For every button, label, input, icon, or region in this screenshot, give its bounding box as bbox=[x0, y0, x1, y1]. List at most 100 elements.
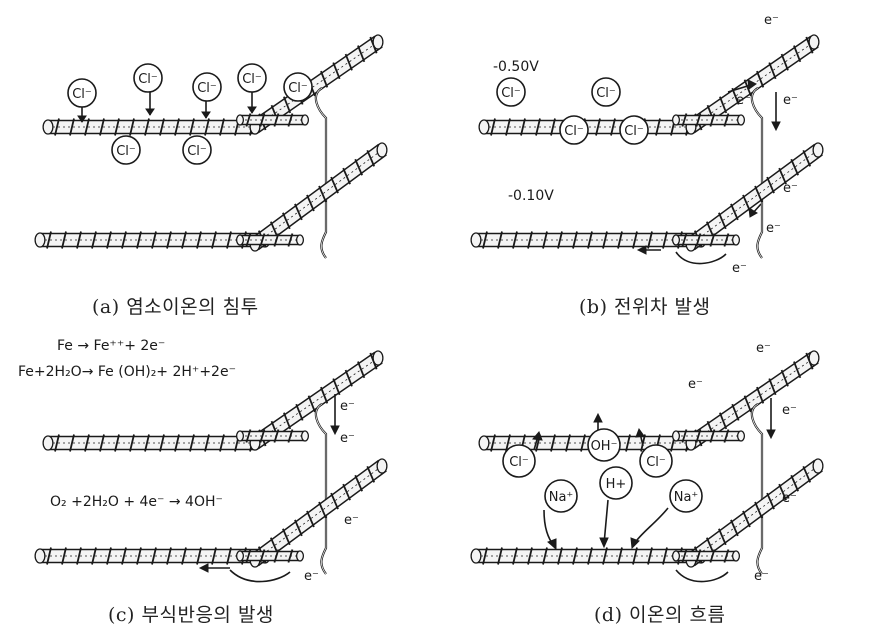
electron-label: e⁻ bbox=[344, 513, 359, 528]
rebar-top-stub bbox=[671, 113, 746, 127]
svg-text:Cl⁻: Cl⁻ bbox=[509, 455, 529, 470]
ion-flow-arrow-head bbox=[532, 431, 543, 441]
connecting-wire-inner bbox=[315, 403, 327, 575]
electron-flow-arrow-head bbox=[636, 245, 647, 255]
panel-c-diagram: Fe → Fe⁺⁺+ 2e⁻ Fe+2H₂O→ Fe (OH)₂+ 2H⁺+2e⁻… bbox=[18, 338, 388, 584]
electron-label: e⁻ bbox=[766, 221, 781, 236]
svg-text:Cl⁻: Cl⁻ bbox=[646, 455, 666, 470]
chloride-ion: Cl⁻ bbox=[496, 77, 526, 107]
svg-text:Cl⁻: Cl⁻ bbox=[72, 87, 92, 102]
panel-d-frame bbox=[470, 350, 824, 575]
panel-a-caption: (a) 염소이온의 침투 bbox=[92, 296, 259, 318]
panel-b-caption: (b) 전위차 발생 bbox=[579, 296, 711, 318]
electron-label: e⁻ bbox=[340, 431, 355, 446]
svg-text:H+: H+ bbox=[606, 477, 627, 492]
chloride-ion: Cl⁻ bbox=[182, 135, 212, 165]
rebar-top-stub bbox=[235, 113, 310, 127]
svg-text:Cl⁻: Cl⁻ bbox=[116, 144, 136, 159]
connecting-wire bbox=[750, 87, 764, 259]
rebar-bottom-longitudinal bbox=[470, 231, 707, 249]
rebar-top-longitudinal bbox=[42, 118, 261, 136]
ion-flow-arrow-head bbox=[593, 412, 603, 423]
electron-label: e⁻ bbox=[688, 377, 703, 392]
panel-a-diagram: Cl⁻ Cl⁻ Cl⁻ Cl⁻ Cl⁻ Cl⁻ Cl⁻ bbox=[34, 34, 388, 259]
electron-flow-arrow-head bbox=[748, 207, 758, 218]
rebar-bottom-stub bbox=[235, 233, 305, 247]
ion-ingress-arrow-head bbox=[201, 111, 211, 119]
ion-in-solution: Cl⁻ bbox=[502, 444, 536, 478]
potential-label-bottom: -0.10V bbox=[508, 188, 554, 204]
ion-in-solution: Cl⁻ bbox=[639, 444, 673, 478]
chloride-ion: Cl⁻ bbox=[559, 115, 589, 145]
panel-c: Fe → Fe⁺⁺+ 2e⁻ Fe+2H₂O→ Fe (OH)₂+ 2H⁺+2e⁻… bbox=[0, 318, 436, 635]
panel-a: Cl⁻ Cl⁻ Cl⁻ Cl⁻ Cl⁻ Cl⁻ Cl⁻ (a) 염소이온의 침투 bbox=[0, 0, 436, 318]
rebar-bottom-longitudinal bbox=[470, 547, 707, 565]
svg-text:Cl⁻: Cl⁻ bbox=[197, 81, 217, 96]
ion-ingress-arrow-head bbox=[247, 106, 257, 114]
svg-text:Cl⁻: Cl⁻ bbox=[624, 124, 644, 139]
connecting-wire bbox=[314, 403, 328, 575]
electron-label: e⁻ bbox=[304, 569, 319, 584]
chloride-ion: Cl⁻ bbox=[237, 63, 267, 93]
rebar-top-longitudinal bbox=[42, 434, 261, 452]
electron-label: e⁻ bbox=[783, 181, 798, 196]
reaction-equation-3: O₂ +2H₂O + 4e⁻ → 4OH⁻ bbox=[50, 494, 223, 510]
svg-text:Cl⁻: Cl⁻ bbox=[288, 81, 308, 96]
svg-text:Na⁺: Na⁺ bbox=[674, 490, 699, 505]
ion-ingress-arrow-head bbox=[145, 108, 155, 116]
electron-label: e⁻ bbox=[782, 403, 797, 418]
rebar-bottom-longitudinal bbox=[34, 231, 271, 249]
panel-d-diagram: Cl⁻ OH⁻ Cl⁻ Na⁺ H+ Na⁺ e⁻ e⁻ e⁻ e⁻ e⁻ bbox=[470, 341, 824, 584]
ion-flow-arrow-head bbox=[547, 538, 557, 551]
chloride-ion: Cl⁻ bbox=[283, 72, 313, 102]
electron-label: e⁻ bbox=[756, 341, 771, 356]
electron-return-path bbox=[675, 569, 729, 583]
svg-text:Cl⁻: Cl⁻ bbox=[187, 144, 207, 159]
rebar-bottom-stub bbox=[671, 233, 741, 247]
electron-label: e⁻ bbox=[764, 13, 779, 28]
ion-in-solution: OH⁻ bbox=[587, 428, 621, 462]
electron-label: e⁻ bbox=[783, 93, 798, 108]
electron-return-path bbox=[675, 251, 727, 265]
ion-in-solution: H+ bbox=[599, 466, 633, 500]
electron-flow-arrow-head bbox=[766, 429, 776, 440]
ion-ingress-arrow-head bbox=[77, 115, 87, 123]
ion-flow-arrow-head bbox=[599, 537, 609, 549]
rebar-bottom-diagonal bbox=[685, 458, 824, 568]
ion-flow-arrow bbox=[603, 499, 609, 545]
svg-text:OH⁻: OH⁻ bbox=[591, 439, 618, 454]
ion-in-solution: Na⁺ bbox=[669, 479, 703, 513]
electron-flow-arrow-head bbox=[330, 425, 340, 436]
reaction-equation-1: Fe → Fe⁺⁺+ 2e⁻ bbox=[57, 338, 165, 354]
ion-in-solution: Na⁺ bbox=[544, 479, 578, 513]
chloride-ion: Cl⁻ bbox=[192, 72, 222, 102]
electron-label: e⁻ bbox=[754, 569, 769, 584]
chloride-ion: Cl⁻ bbox=[111, 135, 141, 165]
electron-label: e⁻ bbox=[782, 491, 797, 506]
potential-label-top: -0.50V bbox=[493, 59, 539, 75]
svg-text:Cl⁻: Cl⁻ bbox=[596, 86, 616, 101]
svg-text:Na⁺: Na⁺ bbox=[549, 490, 574, 505]
chloride-ion: Cl⁻ bbox=[67, 78, 97, 108]
electron-label: e⁻ bbox=[732, 261, 747, 276]
panel-d: Cl⁻OH⁻Cl⁻Na⁺H+Na⁺e⁻e⁻e⁻e⁻e⁻ (d) 이온의 흐름 bbox=[436, 318, 873, 635]
reaction-equation-2: Fe+2H₂O→ Fe (OH)₂+ 2H⁺+2e⁻ bbox=[18, 364, 236, 380]
rebar-top-stub bbox=[671, 429, 746, 443]
connecting-wire-inner bbox=[315, 87, 327, 259]
rebar-top-diagonal bbox=[685, 350, 820, 451]
svg-text:Cl⁻: Cl⁻ bbox=[564, 124, 584, 139]
rebar-bottom-stub bbox=[671, 549, 741, 563]
svg-text:Cl⁻: Cl⁻ bbox=[242, 72, 262, 87]
connecting-wire-inner bbox=[751, 403, 763, 575]
electron-flow-arrow-head bbox=[198, 563, 209, 573]
electron-label: e⁻ bbox=[340, 399, 355, 414]
ion-flow-arrow-head bbox=[630, 537, 640, 550]
chloride-ion: Cl⁻ bbox=[591, 77, 621, 107]
panel-c-frame bbox=[34, 350, 388, 575]
rebar-bottom-longitudinal bbox=[34, 547, 271, 565]
svg-text:Cl⁻: Cl⁻ bbox=[138, 72, 158, 87]
panel-c-caption: (c) 부식반응의 발생 bbox=[108, 604, 274, 626]
electron-return-path bbox=[229, 569, 291, 583]
